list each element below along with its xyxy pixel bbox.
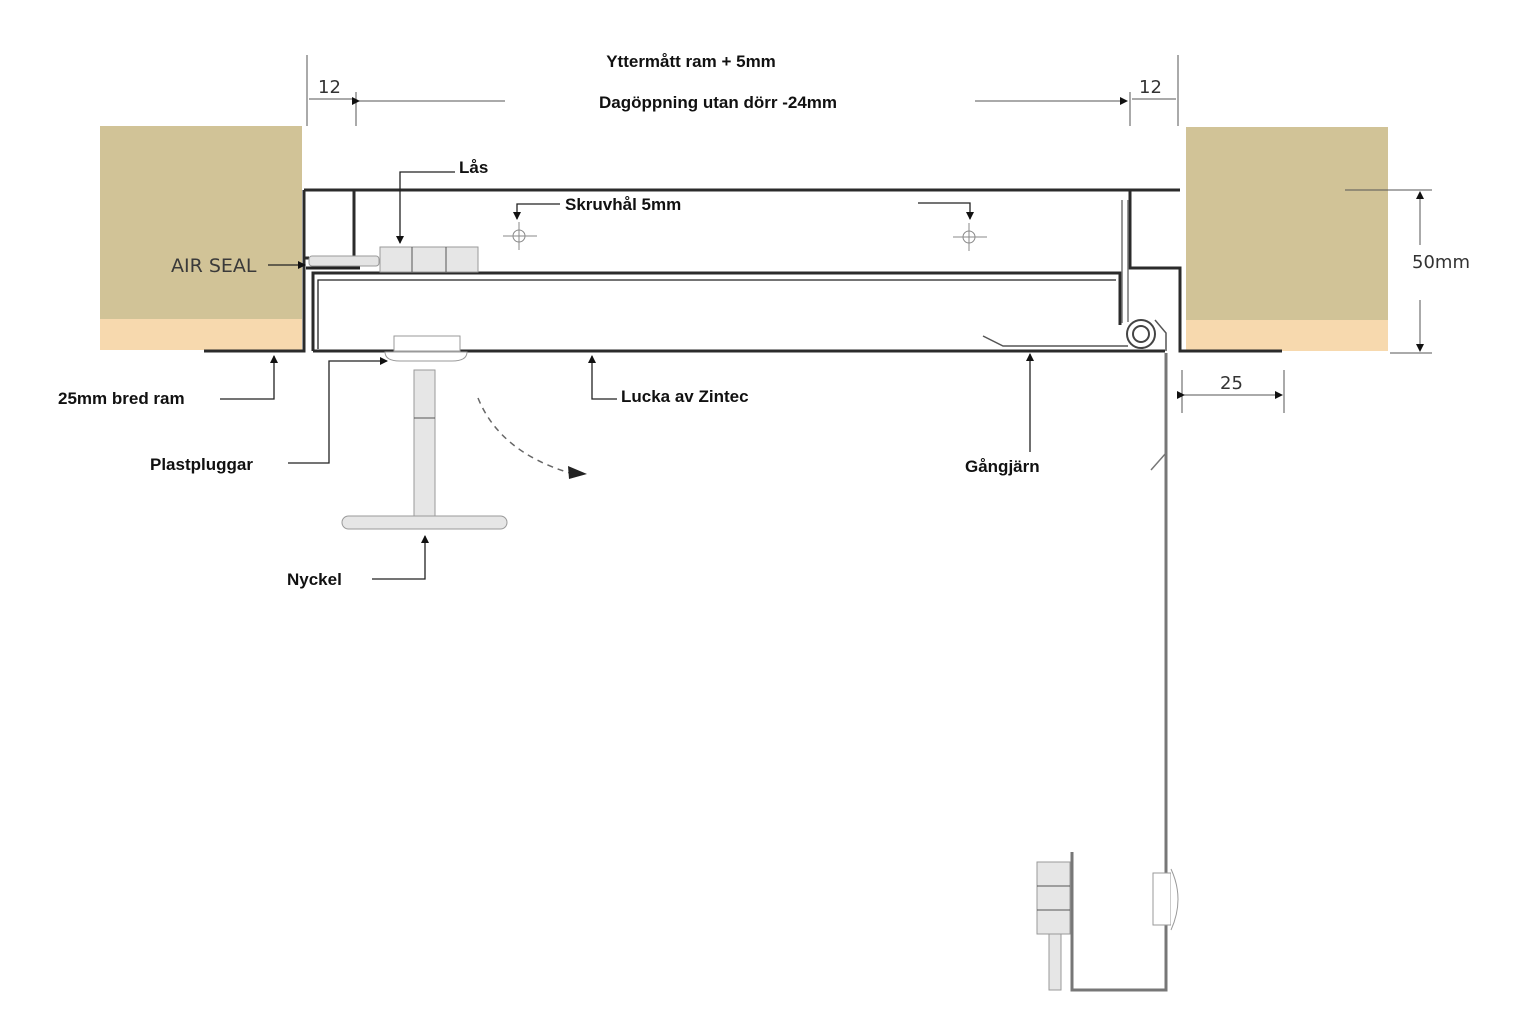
leader-key bbox=[372, 535, 429, 580]
dim-left-offset: 12 bbox=[318, 77, 341, 98]
frame bbox=[204, 188, 1282, 353]
plastic-plug-base bbox=[384, 351, 468, 362]
top-dimensions: 12 12 bbox=[306, 55, 1179, 126]
frame-left-profile bbox=[204, 190, 356, 353]
right-wall-plaster bbox=[1186, 320, 1388, 351]
leader-frame-width bbox=[220, 355, 278, 400]
screw-hole-left bbox=[503, 222, 537, 250]
key-shaft bbox=[413, 369, 436, 521]
label-key: Nyckel bbox=[287, 570, 342, 589]
leader-hatch bbox=[588, 355, 617, 400]
label-screw-holes: Skruvhål 5mm bbox=[565, 195, 681, 214]
label-plastic-plugs: Plastpluggar bbox=[150, 455, 253, 474]
leaders bbox=[220, 171, 1034, 580]
left-wall bbox=[100, 126, 302, 350]
depth-dimension: 50mm bbox=[1345, 189, 1470, 354]
plastic-plug-head bbox=[393, 335, 461, 352]
flange-dimension: 25 bbox=[1177, 370, 1285, 413]
hinge-leaf-vertical bbox=[1121, 200, 1129, 323]
label-clear-opening: Dagöppning utan dörr -24mm bbox=[599, 93, 837, 112]
leader-screw-left bbox=[513, 203, 560, 220]
plastic-plug bbox=[384, 335, 468, 362]
dim-depth: 50mm bbox=[1412, 252, 1470, 273]
open-hatch-plug-cap bbox=[1170, 868, 1179, 931]
leader-lock bbox=[396, 171, 455, 244]
right-wall-board bbox=[1186, 127, 1388, 320]
label-air-seal: AIR SEAL bbox=[171, 255, 257, 277]
right-wall bbox=[1186, 127, 1388, 351]
opening-arc bbox=[477, 397, 571, 474]
label-hinge: Gångjärn bbox=[965, 457, 1040, 476]
dim-right-offset: 12 bbox=[1139, 77, 1162, 98]
open-hatch-hinge-leaf bbox=[1150, 353, 1167, 471]
key-handle bbox=[341, 515, 508, 530]
lock-body bbox=[379, 246, 479, 273]
left-wall-plaster bbox=[100, 319, 302, 350]
air-seal-strip bbox=[306, 255, 380, 270]
open-hatch bbox=[1036, 353, 1179, 992]
hinge-leaf-horizontal bbox=[982, 335, 1128, 347]
label-outer-dimension: Yttermått ram + 5mm bbox=[606, 52, 776, 71]
hinge-pin-outer bbox=[1126, 319, 1156, 349]
hatch-inner-line bbox=[317, 279, 1116, 349]
frame-right-profile bbox=[1128, 190, 1282, 353]
hinge bbox=[982, 200, 1167, 351]
label-lock: Lås bbox=[459, 158, 488, 177]
air-seal-gasket bbox=[308, 255, 380, 267]
leader-screw-right bbox=[918, 202, 974, 220]
key bbox=[341, 369, 508, 530]
leader-plastic-plugs bbox=[288, 357, 388, 464]
opening-arc-arrowhead bbox=[568, 466, 587, 479]
label-frame-width: 25mm bred ram bbox=[58, 389, 185, 408]
left-wall-board bbox=[100, 126, 302, 319]
hinge-pin-inner bbox=[1132, 325, 1150, 343]
screw-hole-right bbox=[953, 223, 987, 251]
dim-flange: 25 bbox=[1220, 373, 1243, 394]
open-hatch-lock-body bbox=[1036, 861, 1071, 935]
lock-body-box bbox=[379, 246, 479, 273]
open-hatch-lock-cam bbox=[1048, 933, 1062, 991]
hinge-arm bbox=[1154, 319, 1167, 351]
open-hatch-panel bbox=[1070, 353, 1168, 992]
open-hatch-plug-head bbox=[1152, 872, 1172, 926]
label-hatch: Lucka av Zintec bbox=[621, 387, 749, 406]
